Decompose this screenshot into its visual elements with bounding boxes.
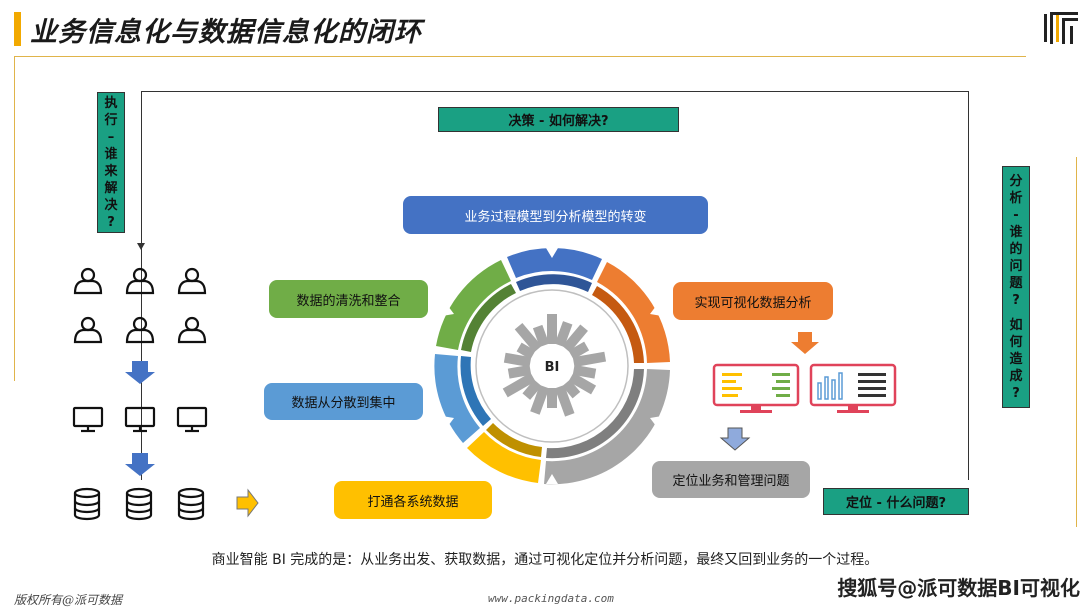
page-title: 业务信息化与数据信息化的闭环 bbox=[30, 17, 422, 48]
step-data-clean: 数据的清洗和整合 bbox=[269, 280, 428, 318]
database-icon bbox=[73, 487, 101, 521]
step-integrate-systems: 打通各系统数据 bbox=[334, 481, 492, 519]
right-arrow-icon bbox=[236, 488, 259, 518]
down-arrow-icon bbox=[125, 361, 155, 384]
bi-ring bbox=[434, 247, 670, 485]
user-icon bbox=[177, 316, 207, 344]
title-accent-bar bbox=[14, 12, 21, 46]
right-rule bbox=[1076, 157, 1077, 527]
dashboard-monitor-icon bbox=[712, 363, 800, 413]
user-icon bbox=[125, 316, 155, 344]
header-rule bbox=[14, 56, 1026, 57]
monitor-icon bbox=[124, 406, 156, 433]
down-arrow-icon bbox=[719, 427, 751, 451]
copyright-text: 版权所有@派可数据 bbox=[14, 593, 123, 607]
step-locate-problems: 定位业务和管理问题 bbox=[652, 461, 810, 498]
down-arrow-icon bbox=[125, 453, 155, 476]
loop-frame bbox=[141, 91, 969, 480]
watermark-text: 搜狐号@派可数据BI可视化 bbox=[837, 576, 1080, 600]
step-data-centralize: 数据从分散到集中 bbox=[264, 383, 423, 420]
database-icon bbox=[125, 487, 153, 521]
user-icon bbox=[125, 267, 155, 295]
radial-bars bbox=[502, 314, 607, 417]
analyze-label: 分析-谁的问题?如何造成? bbox=[1002, 166, 1030, 408]
database-icon bbox=[177, 487, 205, 521]
monitor-icon bbox=[72, 406, 104, 433]
user-icon-group bbox=[73, 267, 207, 344]
caption-text: 商业智能 BI 完成的是：从业务出发、获取数据，通过可视化定位并分析问题，最终又… bbox=[211, 552, 879, 568]
monitor-icon bbox=[176, 406, 208, 433]
left-rule bbox=[14, 56, 15, 381]
user-icon bbox=[73, 267, 103, 295]
user-icon bbox=[177, 267, 207, 295]
step-model-transform: 业务过程模型到分析模型的转变 bbox=[403, 196, 708, 234]
step-visual-analysis: 实现可视化数据分析 bbox=[673, 282, 833, 320]
down-arrow-icon bbox=[791, 332, 819, 354]
bi-center-label: BI bbox=[544, 359, 560, 375]
decision-label: 决策 - 如何解决? bbox=[438, 107, 679, 132]
user-icon bbox=[73, 316, 103, 344]
website-url: www.packingdata.com bbox=[488, 592, 614, 605]
execute-label: 执行–谁来解决? bbox=[97, 92, 125, 233]
locate-label: 定位 - 什么问题? bbox=[823, 488, 969, 515]
dashboard-monitor-icon bbox=[809, 363, 897, 413]
